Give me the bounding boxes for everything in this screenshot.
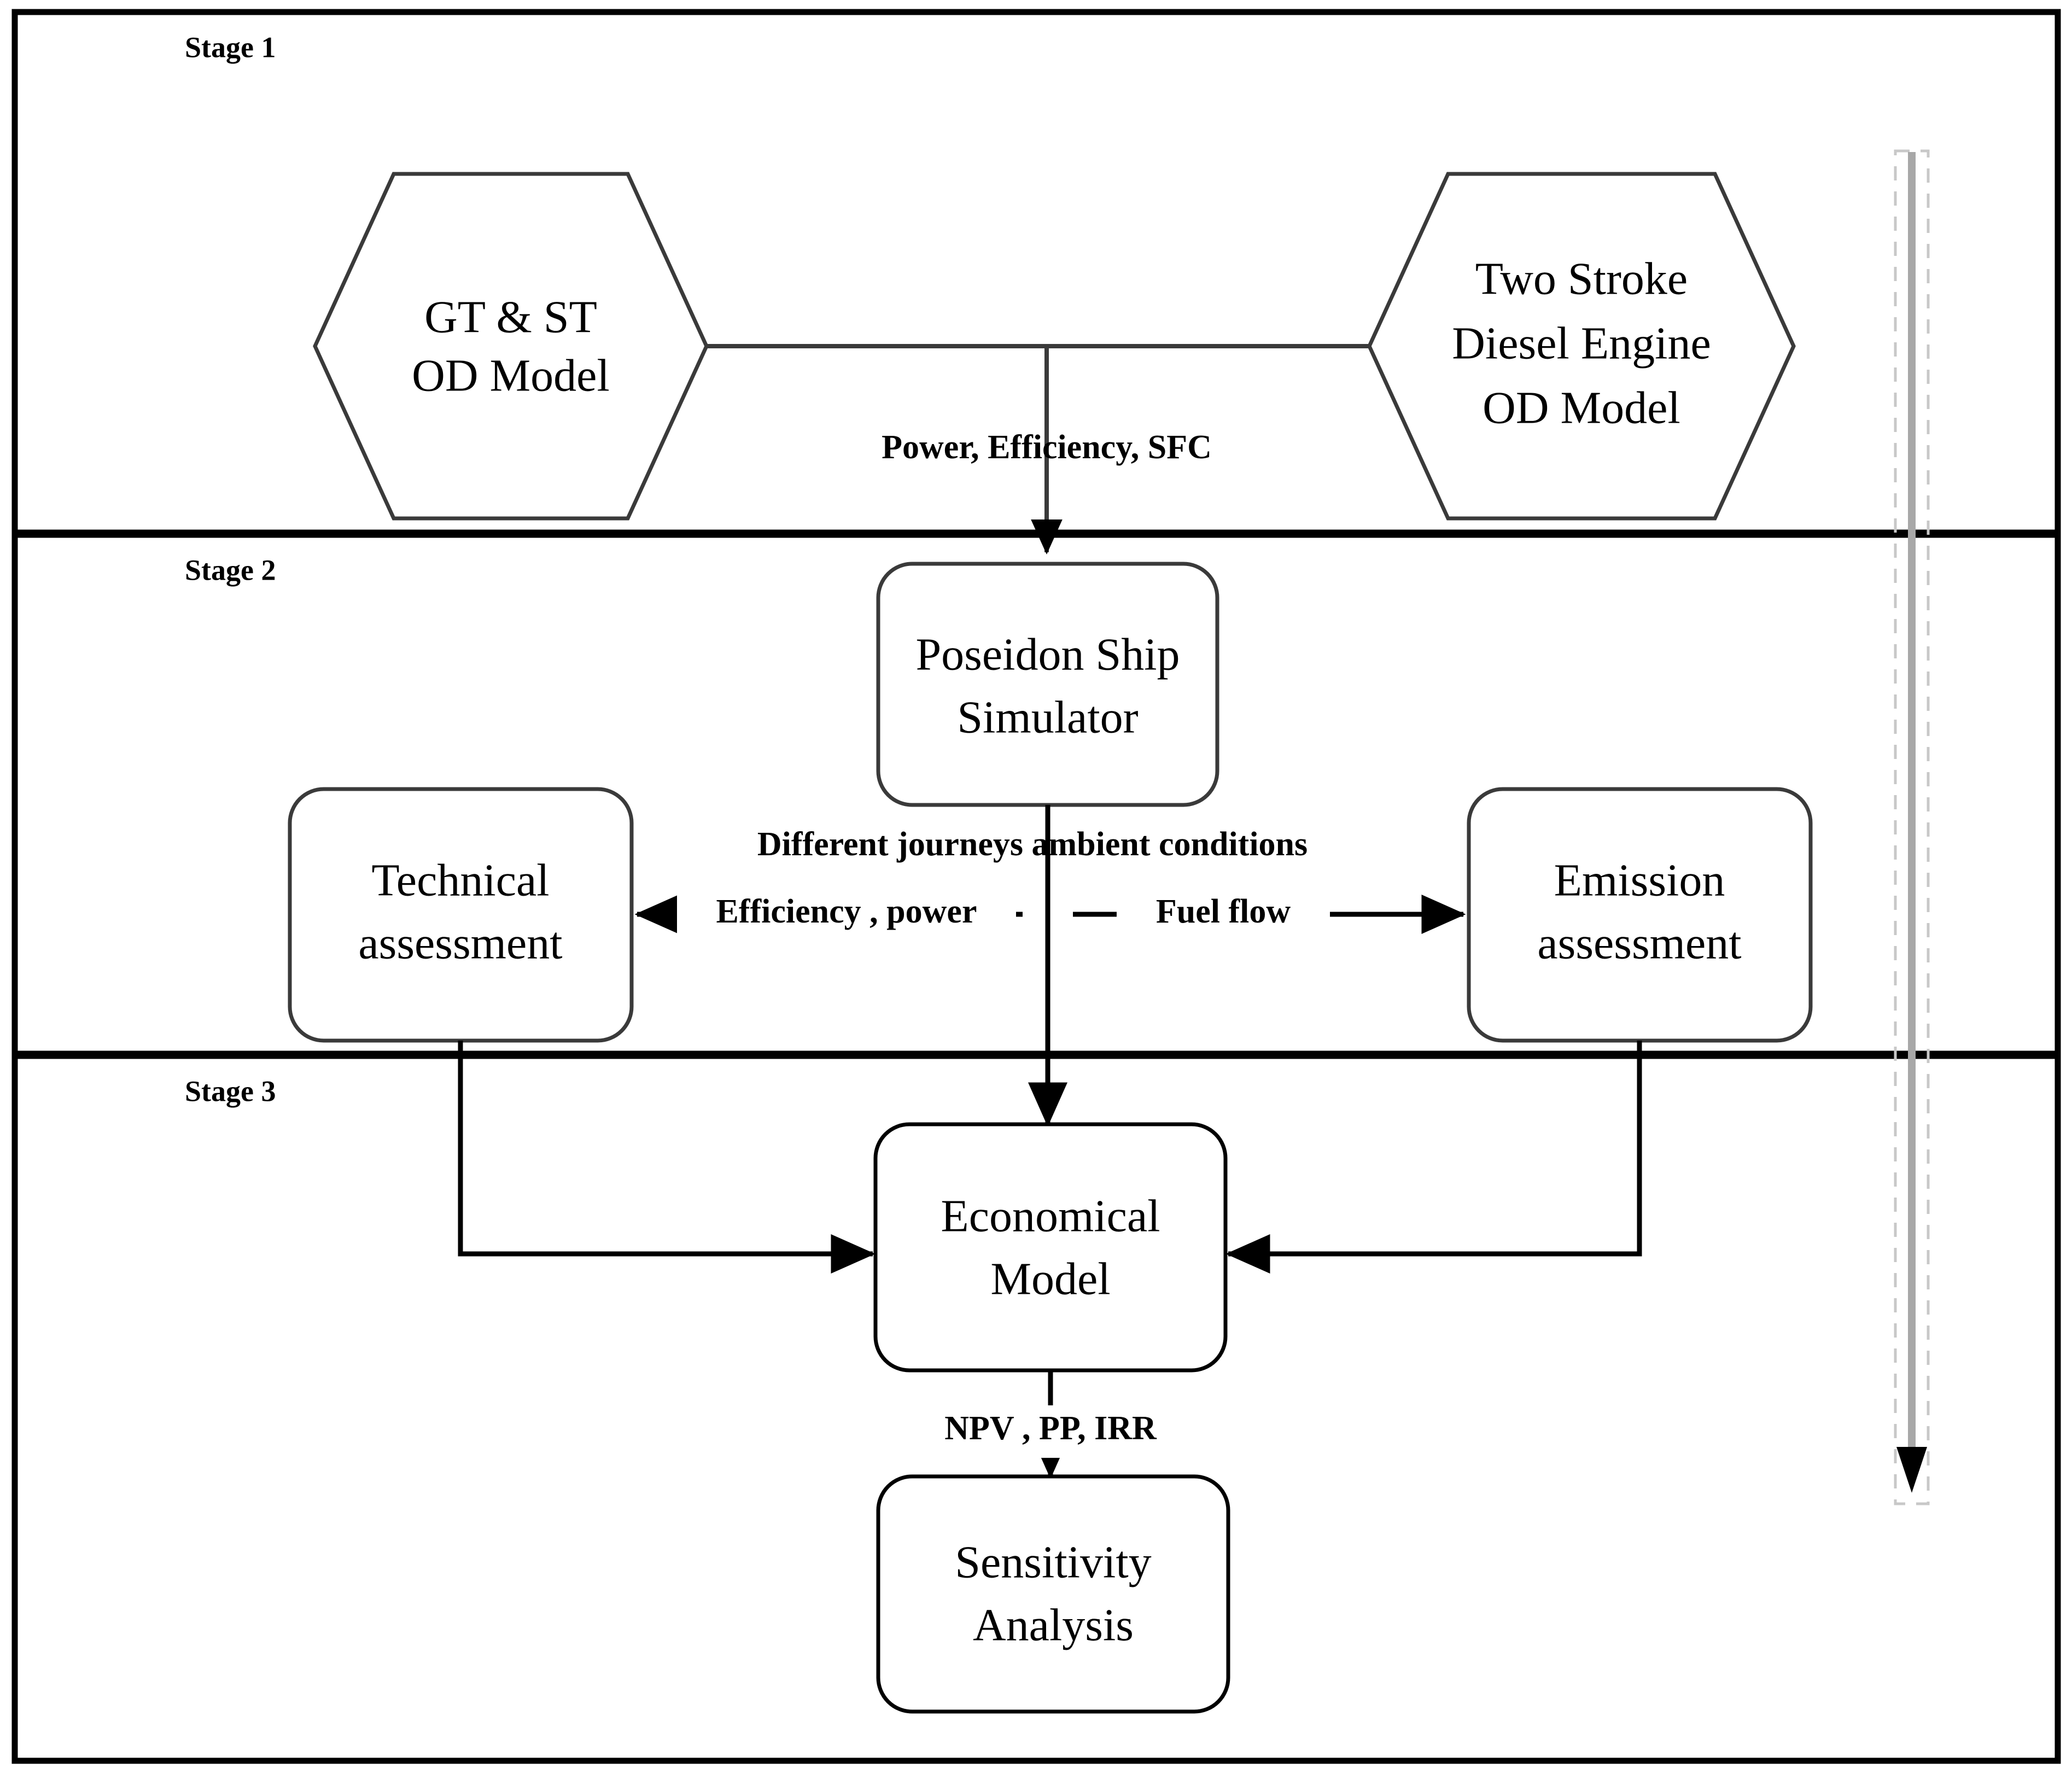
node-poseidon-line-1: Poseidon Ship [915, 629, 1180, 680]
edge-label-different-journeys: Different journeys ambient conditions [757, 826, 1308, 863]
node-emission-line-2: assessment [1537, 918, 1741, 968]
stage-progression-arrow-box [1894, 149, 1930, 1505]
node-sensitivity-analysis[interactable] [876, 1474, 1230, 1714]
edge-label-mask-right [1117, 886, 1330, 944]
node-poseidon-ship-simulator[interactable] [876, 562, 1219, 807]
node-emission-assessment[interactable] [1467, 787, 1813, 1043]
node-two-stroke-diesel-engine-od-model[interactable] [1367, 172, 1796, 521]
node-two-stroke-line-3: OD Model [1482, 382, 1680, 433]
node-gt-st-od-model-line-1: GT & ST [424, 291, 597, 342]
stage-label-1: Stage 1 [185, 31, 276, 63]
node-technical-line-2: assessment [358, 918, 562, 968]
edge-label-fuel-flow: Fuel flow [1156, 893, 1291, 930]
node-gt-st-od-model[interactable] [313, 172, 709, 521]
node-technical-line-1: Technical [371, 855, 549, 906]
edge-label-efficiency-power: Efficiency , power [716, 893, 977, 930]
node-economical-model[interactable] [873, 1122, 1228, 1373]
edge-label-npv-pp-irr: NPV , PP, IRR [944, 1410, 1157, 1447]
node-two-stroke-line-2: Diesel Engine [1452, 318, 1711, 369]
node-economical-line-2: Model [990, 1253, 1110, 1304]
stage-progression-arrow-head-icon [1896, 1447, 1927, 1493]
node-technical-assessment[interactable] [288, 787, 634, 1043]
node-emission-line-1: Emission [1554, 855, 1725, 906]
node-economical-line-1: Economical [941, 1190, 1160, 1241]
node-poseidon-line-2: Simulator [957, 692, 1138, 743]
edge-emission-to-economical [1225, 1041, 1642, 1274]
stage-label-2: Stage 2 [185, 553, 276, 586]
stage-label-3: Stage 3 [185, 1075, 276, 1107]
edge-label-power-efficiency-sfc: Power, Efficiency, SFC [882, 429, 1212, 466]
edge-label-mask-npv [897, 1405, 1203, 1458]
node-sensitivity-line-2: Analysis [973, 1599, 1134, 1650]
node-sensitivity-line-1: Sensitivity [955, 1537, 1151, 1587]
node-gt-st-od-model-line-2: OD Model [412, 350, 610, 401]
diagram-outer-frame [11, 9, 2061, 1764]
node-two-stroke-line-1: Two Stroke [1475, 253, 1688, 304]
edge-technical-to-economical [458, 1041, 876, 1274]
edge-label-mask-left [677, 886, 1016, 944]
